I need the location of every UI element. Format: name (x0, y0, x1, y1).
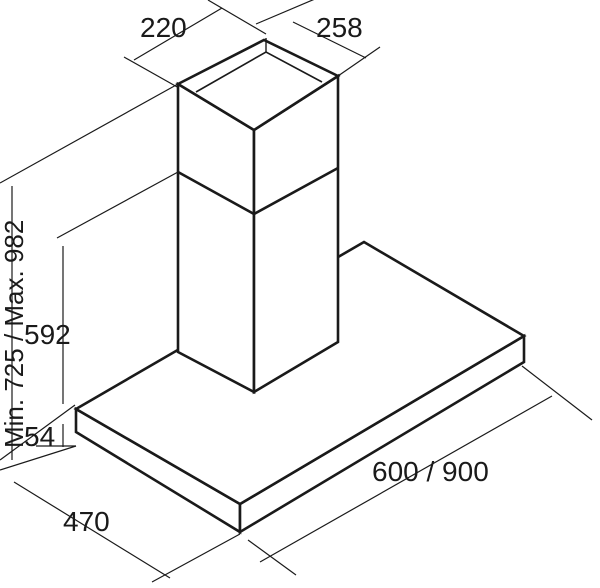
dimension-labels: 220 258 Min. 725 / Max. 982 592 54 470 6… (0, 12, 489, 537)
label-chimney-depth: 258 (316, 12, 363, 43)
canopy (73, 240, 527, 535)
dimension-lines (0, 0, 593, 583)
chimney (175, 38, 341, 395)
label-chimney-height: 592 (24, 319, 71, 350)
label-chimney-width: 220 (140, 12, 187, 43)
label-canopy-thickness: 54 (24, 421, 55, 452)
label-total-height-range: Min. 725 / Max. 982 (0, 220, 29, 448)
label-canopy-width: 600 / 900 (372, 456, 489, 487)
label-canopy-depth: 470 (63, 506, 110, 537)
